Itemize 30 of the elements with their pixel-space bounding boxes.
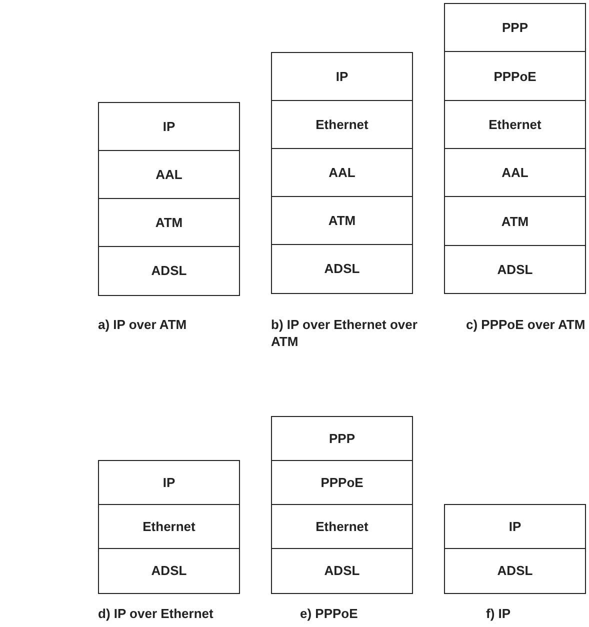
protocol-layer-box: PPP [271, 416, 413, 462]
protocol-layer-box: IP [271, 52, 413, 102]
protocol-layer-box: PPP [444, 3, 586, 53]
protocol-layer-box: Ethernet [271, 100, 413, 150]
protocol-layer-box: ADSL [444, 548, 586, 594]
protocol-layer-box: PPPoE [444, 51, 586, 102]
protocol-layer-box: PPPoE [271, 460, 413, 506]
stack-caption: e) PPPoE [300, 605, 358, 622]
stack-caption: b) IP over Ethernet over ATM [271, 316, 418, 350]
protocol-layer-box: Ethernet [444, 100, 586, 150]
stack-caption: c) PPPoE over ATM [466, 316, 586, 333]
protocol-layer-box: IP [98, 102, 240, 152]
protocol-layer-box: AAL [98, 150, 240, 200]
stack-caption: f) IP [486, 605, 511, 622]
protocol-layer-box: IP [444, 504, 586, 550]
protocol-layer-box: AAL [444, 148, 586, 198]
protocol-layer-box: ADSL [98, 246, 240, 296]
stack-caption: a) IP over ATM [98, 316, 187, 333]
protocol-layer-box: IP [98, 460, 240, 506]
stack-caption: d) IP over Ethernet [98, 605, 214, 622]
protocol-layer-box: Ethernet [98, 504, 240, 550]
protocol-layer-box: AAL [271, 148, 413, 198]
protocol-layer-box: ADSL [271, 548, 413, 594]
protocol-layer-box: ATM [98, 198, 240, 248]
protocol-layer-box: ADSL [98, 548, 240, 594]
protocol-layer-box: Ethernet [271, 504, 413, 550]
protocol-layer-box: ADSL [444, 244, 586, 294]
protocol-layer-box: ADSL [271, 244, 413, 294]
protocol-layer-box: ATM [444, 196, 586, 246]
protocol-layer-box: ATM [271, 196, 413, 246]
